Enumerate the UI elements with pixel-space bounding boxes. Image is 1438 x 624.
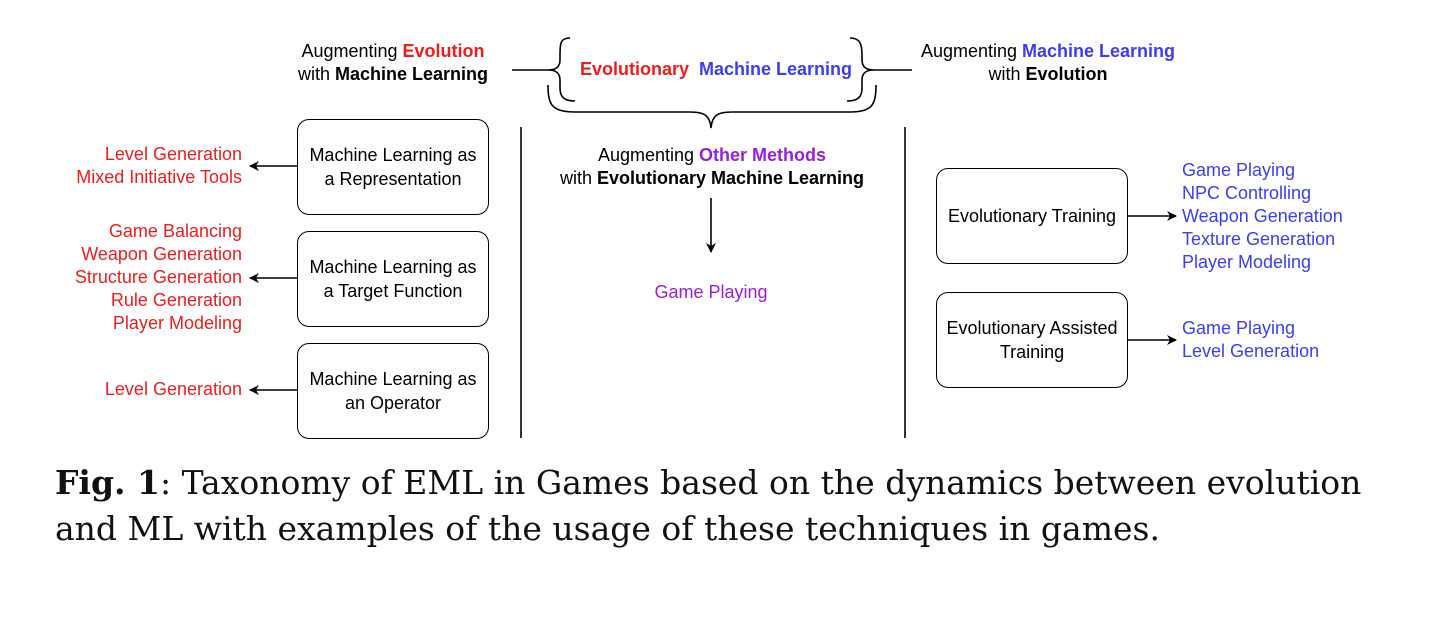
example-item: NPC Controlling — [1182, 183, 1312, 203]
example-item: Level Generation — [1182, 341, 1320, 361]
middle-text-3: with — [559, 168, 597, 188]
example-item: Level Generation — [104, 144, 242, 164]
top-right-text-2: Machine Learning — [1022, 41, 1176, 61]
middle-text-1: Augmenting — [597, 145, 700, 165]
caption-text: : Taxonomy of EML in Games based on the … — [159, 463, 1362, 502]
box-label-line: Machine Learning as — [309, 369, 477, 389]
caption-text-line-2: and ML with examples of the usage of the… — [55, 509, 1160, 548]
diagram-canvas — [249, 37, 1177, 438]
top-center-evo: Evolutionary — [579, 59, 689, 79]
box-label-line: Machine Learning as — [309, 145, 477, 165]
example-item: Weapon Generation — [1182, 206, 1343, 226]
example-item: Rule Generation — [110, 290, 242, 310]
top-right-text-4: Evolution — [1025, 64, 1108, 84]
example-item: Mixed Initiative Tools — [76, 167, 242, 187]
box-label-line: Training — [999, 342, 1065, 362]
box-ml-target-function: Machine Learning as a Target Function — [297, 231, 489, 327]
middle-text-4: Evolutionary Machine Learning — [596, 168, 865, 188]
example-item: Game Balancing — [108, 221, 242, 241]
bottom-brace — [547, 84, 877, 129]
example-item: Structure Generation — [74, 267, 242, 287]
example-item: Weapon Generation — [81, 244, 242, 264]
figure-caption: Fig. 1: Taxonomy of EML in Games based o… — [55, 460, 1425, 552]
example-item: Game Playing — [1182, 318, 1296, 338]
box-label-line: a Target Function — [323, 281, 463, 301]
box-ml-representation: Machine Learning as a Representation — [297, 119, 489, 215]
top-left-text-1: Augmenting — [301, 41, 403, 61]
example-item: Player Modeling — [1182, 252, 1312, 272]
box-ml-operator: Machine Learning as an Operator — [297, 343, 489, 439]
box-label-line: an Operator — [344, 393, 442, 413]
top-center-ml: Machine Learning — [699, 59, 853, 79]
middle-text-2: Other Methods — [699, 145, 827, 165]
middle-example: Game Playing — [591, 281, 831, 304]
left-examples-1: Level Generation Mixed Initiative Tools — [20, 143, 242, 189]
example-item: Player Modeling — [112, 313, 242, 333]
left-examples-2: Game Balancing Weapon Generation Structu… — [20, 220, 242, 335]
middle-example-item: Game Playing — [654, 282, 768, 302]
top-right-label: Augmenting Machine Learning with Evoluti… — [908, 40, 1188, 86]
top-left-text-2: Evolution — [402, 41, 485, 61]
box-label-line: Evolutionary Training — [947, 206, 1117, 226]
box-label-line: Evolutionary Assisted — [946, 318, 1118, 338]
top-left-text-4: Machine Learning — [334, 64, 489, 84]
right-examples-1: Game Playing NPC Controlling Weapon Gene… — [1182, 159, 1422, 274]
example-item: Game Playing — [1182, 160, 1296, 180]
right-examples-2: Game Playing Level Generation — [1182, 317, 1422, 363]
box-label-line: a Representation — [324, 169, 462, 189]
box-evolutionary-training: Evolutionary Training — [936, 168, 1128, 264]
example-item: Texture Generation — [1182, 229, 1336, 249]
top-right-text-3: with — [988, 64, 1026, 84]
left-examples-3: Level Generation — [20, 378, 242, 401]
top-right-text-1: Augmenting — [920, 41, 1023, 61]
caption-fig-label: Fig. 1 — [55, 463, 160, 502]
top-center-label: Evolutionary Machine Learning — [566, 58, 866, 81]
box-label-line: Machine Learning as — [309, 257, 477, 277]
middle-label: Augmenting Other Methods with Evolutiona… — [531, 144, 893, 190]
top-left-label: Augmenting Evolution with Machine Learni… — [288, 40, 498, 86]
top-left-text-3: with — [297, 64, 335, 84]
example-item: Level Generation — [104, 379, 242, 399]
